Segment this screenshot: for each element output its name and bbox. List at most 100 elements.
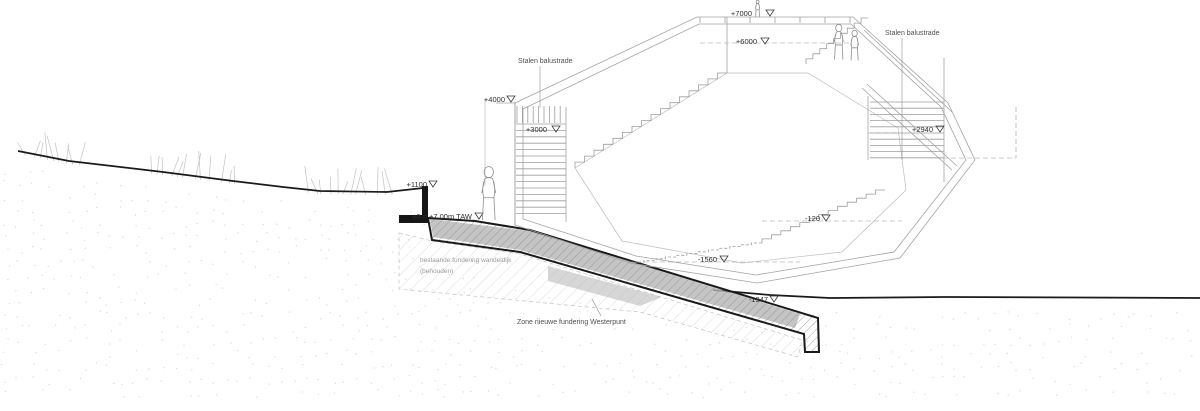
stipple-dot — [459, 311, 462, 314]
grass-stroke — [46, 135, 55, 162]
stipple-dot — [42, 389, 44, 391]
stipple-dot — [144, 210, 146, 213]
stipple-dot — [477, 325, 479, 327]
stipple-dot — [1140, 352, 1143, 355]
stipple-dot — [213, 344, 215, 346]
stipple-dot — [879, 393, 881, 396]
stipple-dot — [212, 220, 214, 222]
stipple-dot — [1015, 369, 1017, 371]
stipple-dot — [7, 338, 9, 340]
stipple-dot — [96, 206, 98, 209]
stipple-dot — [304, 276, 307, 279]
stipple-dot — [200, 378, 202, 381]
stipple-dot — [1127, 316, 1130, 318]
stipple-dot — [85, 301, 87, 303]
stipple-dot — [84, 247, 87, 250]
stipple-dot — [306, 377, 308, 379]
stipple-dot — [953, 344, 955, 347]
stipple-dot — [368, 209, 370, 211]
stipple-dot — [421, 382, 423, 384]
stipple-dot — [172, 232, 175, 235]
stipple-dot — [294, 380, 296, 382]
stipple-dot — [242, 260, 244, 263]
stipple-dot — [799, 352, 801, 354]
stipple-dot — [135, 369, 137, 371]
stipple-dot — [16, 260, 18, 262]
stipple-dot — [99, 310, 102, 312]
stipple-dot — [1136, 368, 1138, 371]
stipple-dot — [846, 352, 849, 354]
stipple-dot — [691, 392, 693, 394]
stipple-dot — [443, 396, 445, 398]
stipple-dot — [314, 341, 316, 343]
level-label-m1560: -1560 — [698, 255, 717, 264]
stipple-dot — [221, 287, 224, 289]
stipple-dot — [5, 235, 7, 237]
slab-shadow-blob — [548, 266, 662, 306]
stipple-dot — [970, 353, 972, 355]
stipple-dot — [372, 239, 375, 241]
stipple-dot — [853, 368, 855, 370]
stipple-dot — [423, 224, 425, 226]
stipple-dot — [109, 356, 111, 358]
stipple-dot — [1187, 330, 1189, 332]
stipple-dot — [314, 210, 316, 213]
stipple-dot — [490, 328, 492, 330]
stair-flight-bottom-hidden — [632, 242, 762, 264]
stipple-dot — [45, 369, 48, 371]
level-label-1100: +1100 — [406, 180, 427, 189]
stipple-dot — [763, 375, 765, 377]
stipple-dot — [394, 335, 396, 338]
stipple-dot — [318, 297, 321, 299]
stipple-dot — [552, 383, 554, 386]
stipple-dot — [495, 367, 497, 370]
stipple-dot — [66, 232, 68, 234]
stipple-dot — [355, 353, 357, 355]
stipple-dot — [1178, 370, 1181, 372]
stipple-dot — [665, 323, 667, 326]
stair-flight-lower-right — [761, 189, 885, 243]
stipple-dot — [905, 327, 908, 329]
stipple-dot — [329, 312, 331, 314]
level-triangle-icon — [821, 214, 831, 222]
stipple-dot — [898, 356, 900, 358]
stipple-dot — [72, 220, 75, 222]
stipple-dot — [538, 323, 540, 325]
stipple-dot — [382, 366, 384, 368]
stipple-dot — [878, 357, 881, 360]
stipple-dot — [352, 210, 355, 212]
stipple-dot — [1176, 312, 1178, 314]
stipple-dot — [445, 363, 447, 365]
stipple-dot — [386, 326, 388, 328]
stipple-dot — [445, 315, 448, 317]
stipple-dot — [17, 341, 20, 343]
stipple-dot — [304, 326, 307, 329]
stipple-dot — [252, 250, 255, 253]
stipple-dot — [321, 234, 323, 236]
stipple-dot — [825, 325, 827, 327]
stipple-dot — [357, 317, 359, 319]
stipple-dot — [148, 227, 150, 230]
stipple-dot — [250, 312, 252, 314]
stipple-dot — [175, 206, 177, 208]
stipple-dot — [593, 324, 596, 326]
stipple-dot — [512, 356, 515, 358]
stipple-dot — [1112, 391, 1114, 393]
stipple-dot — [679, 375, 681, 377]
stipple-dot — [355, 378, 358, 380]
stipple-dot — [136, 244, 138, 247]
stipple-dot — [729, 381, 732, 384]
grass-stroke — [376, 167, 379, 195]
stipple-dot — [469, 350, 472, 352]
stipple-dot — [470, 390, 472, 393]
stipple-dot — [749, 368, 751, 370]
stipple-dot — [196, 223, 198, 225]
stipple-dot — [84, 324, 86, 326]
stipple-dot — [1009, 328, 1011, 331]
stipple-dot — [236, 380, 238, 382]
stipple-dot — [497, 338, 500, 341]
stipple-dot — [8, 265, 11, 267]
stipple-dot — [1007, 394, 1009, 396]
stipple-dot — [226, 331, 228, 333]
